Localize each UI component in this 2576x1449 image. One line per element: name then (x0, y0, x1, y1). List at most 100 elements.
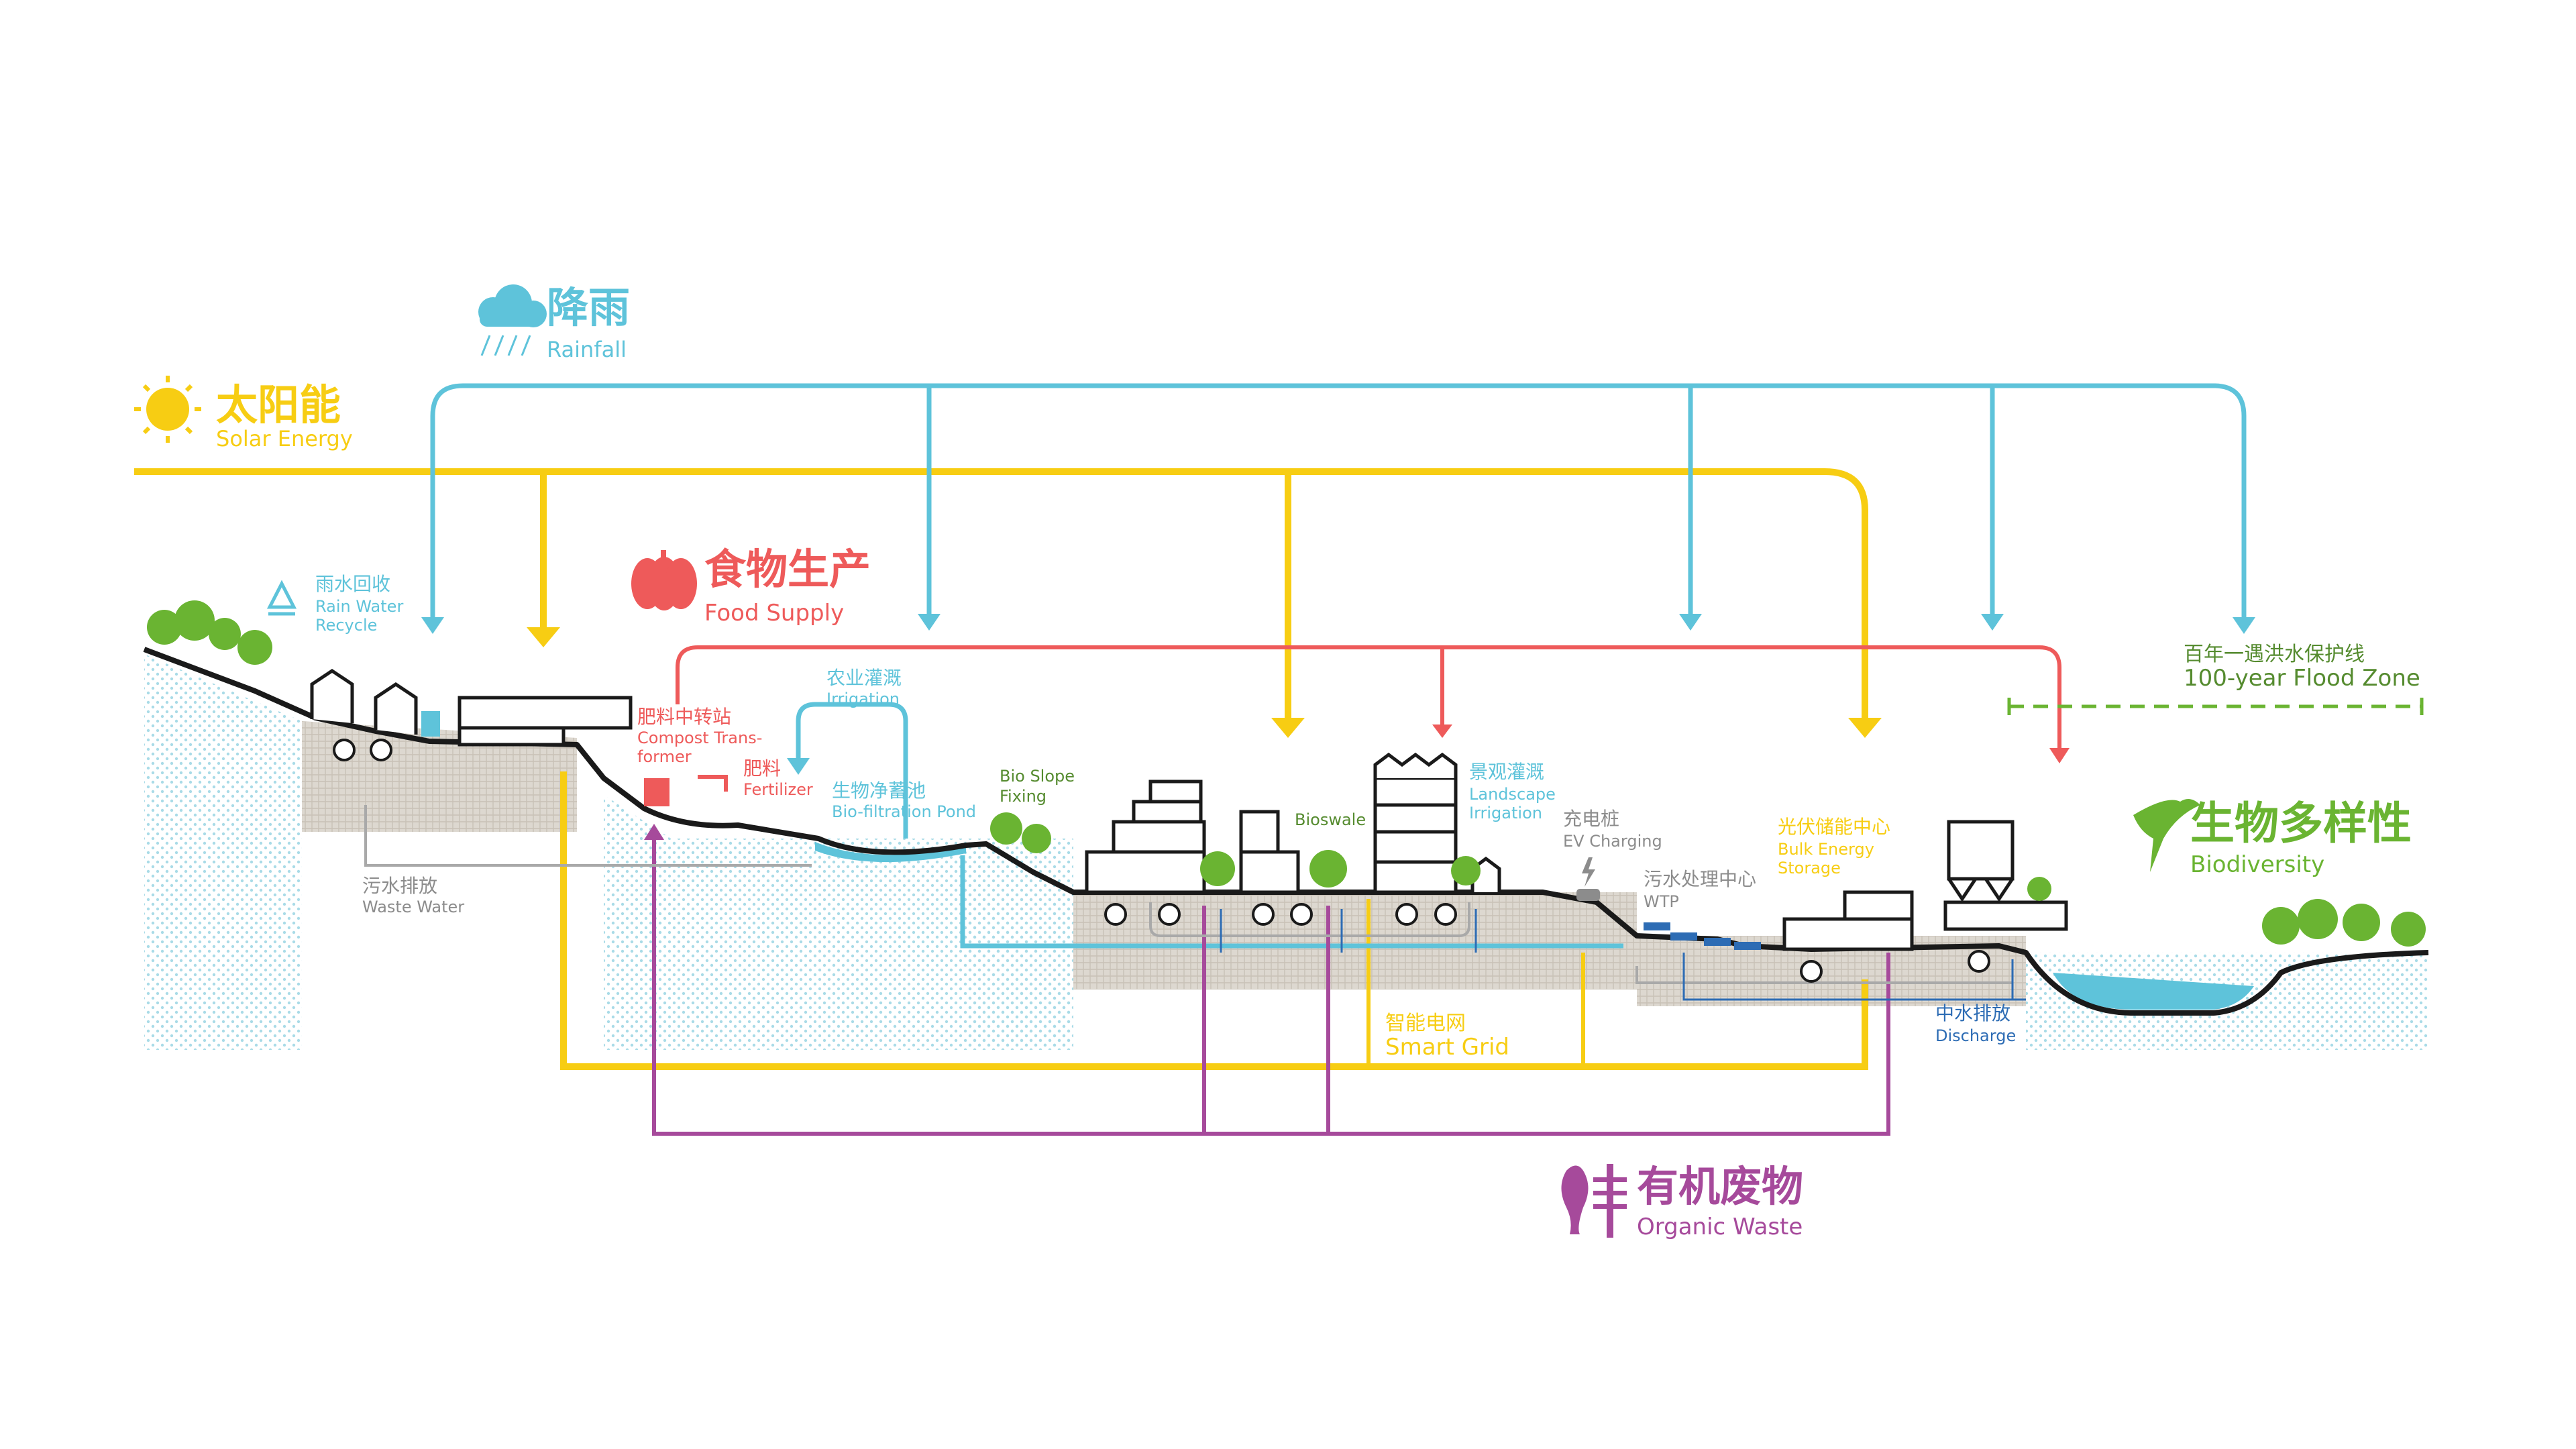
rain-main-line (430, 383, 2247, 624)
discharge-lines (1220, 909, 2026, 1001)
legend-rain-cn: 降雨 (547, 283, 630, 332)
legend-waste-cn: 有机废物 (1637, 1162, 1803, 1211)
rain-arrowhead-1 (421, 617, 444, 634)
discharge-en: Discharge (1935, 1026, 2016, 1045)
pipe-4 (1158, 903, 1181, 926)
tower-stepped (1085, 780, 1206, 894)
tree-left-3 (209, 618, 241, 650)
tree-right-2 (2298, 899, 2338, 939)
bioswale-label: Bioswale (1295, 810, 1366, 829)
waste-water-cn: 污水排放 (362, 875, 437, 897)
landscape-cn: 景观灌溉 (1469, 761, 1544, 783)
elevated-tank (1947, 820, 2015, 881)
ev-cn: 充电桩 (1563, 808, 1619, 830)
waste-flow-lines (652, 835, 1890, 1136)
solar-panel-2 (1670, 932, 1697, 941)
rain-tank (421, 711, 440, 737)
food-main-line (676, 645, 2061, 751)
food-flow-lines (676, 645, 2061, 792)
tower-tall (1373, 752, 1458, 894)
waste-loop (652, 835, 1890, 1136)
rain-arrowhead-2 (918, 614, 941, 631)
tank-legs (1947, 877, 2015, 902)
rain-arrowhead-5 (2233, 617, 2255, 634)
tree-right-3 (2343, 904, 2380, 941)
gray-loop-center (1149, 902, 1470, 937)
solar-arrowhead-3 (1848, 718, 1882, 738)
tower-tall-roof (1373, 752, 1458, 778)
pumpkin-icon (631, 550, 697, 610)
underground-layer (144, 654, 2428, 1050)
water-bodies (815, 842, 2254, 1010)
legend-bio-cn: 生物多样性 (2190, 798, 2412, 849)
pipe-1 (333, 739, 356, 761)
landscape-en2: Irrigation (1469, 804, 1542, 822)
rain-arrowhead-4 (1981, 614, 2004, 631)
river-water (2053, 973, 2254, 1010)
legend-solar: 太阳能 Solar Energy (216, 380, 353, 451)
flood-cn: 百年一遇洪水保护线 (2184, 643, 2365, 666)
bioslope-en2: Fixing (1000, 787, 1046, 806)
fertilizer-en: Fertilizer (743, 780, 813, 799)
compost-red-box (644, 778, 669, 806)
house-2 (374, 682, 418, 735)
solar-arrowhead-2 (1271, 718, 1305, 738)
tree-slope-1 (990, 812, 1022, 845)
rain-flow-lines (430, 383, 2247, 949)
storage-en1: Bulk Energy (1778, 840, 1874, 859)
tank-base (1943, 900, 2068, 931)
hatched-block-right (1637, 936, 2026, 1006)
irrigation-arrowhead (787, 758, 810, 775)
bio-filtration-pond-water (815, 842, 966, 863)
irrigation-cn: 农业灌溉 (826, 667, 902, 689)
legend-food-en: Food Supply (704, 600, 844, 627)
food-arrowhead-right (2049, 748, 2070, 763)
tower-stepped-upper (1132, 800, 1203, 824)
tree-bank-1 (2027, 877, 2051, 901)
rain-cloud-icon (478, 284, 547, 356)
tree-city-2 (1309, 850, 1347, 888)
food-arrowheads (1432, 724, 2070, 763)
biopond-cn: 生物净蓄池 (832, 780, 926, 802)
callout-labels: 雨水回收 Rain Water Recycle 肥料中转站 Compost Tr… (315, 573, 2420, 1061)
solar-panel-4 (1734, 942, 1761, 950)
discharge-line (1682, 953, 2026, 1001)
pipes (333, 739, 1990, 983)
flood-en: 100-year Flood Zone (2184, 665, 2420, 692)
storage-en2: Storage (1778, 859, 1841, 877)
wtp-cn: 污水处理中心 (1644, 868, 1756, 890)
food-arrowhead-landscape (1432, 724, 1452, 738)
storage-cn: 光伏储能中心 (1778, 816, 1890, 838)
pipe-6 (1290, 903, 1313, 926)
waste-water-en: Waste Water (362, 898, 464, 916)
waste-water-line (364, 805, 812, 867)
pipe-8 (1434, 903, 1457, 926)
bio-slope-return (960, 855, 1623, 949)
legend-rain-en: Rainfall (547, 337, 627, 362)
tower-small-top (1239, 810, 1280, 854)
pipe-2 (370, 739, 392, 761)
legend-bio: 生物多样性 Biodiversity (2190, 798, 2412, 878)
solar-panel-1 (1644, 922, 1670, 930)
tree-slope-2 (1022, 824, 1051, 853)
landscape-en1: Landscape (1469, 785, 1556, 804)
wtp-en: WTP (1644, 892, 1679, 911)
bird-icon (2133, 799, 2200, 872)
ev-bolt-icon (1576, 857, 1600, 901)
compost-station-lower (458, 726, 566, 747)
tree-left-4 (237, 630, 272, 665)
smart-grid-en: Smart Grid (1385, 1034, 1509, 1061)
buildings (310, 668, 2068, 951)
tower-small (1239, 810, 1300, 894)
irrigation-loop (796, 702, 908, 839)
smart-grid-loop (560, 771, 1868, 1070)
pipe-7 (1395, 903, 1418, 926)
tree-city-1 (1200, 851, 1235, 886)
waste-water-lines (364, 805, 2012, 984)
waste-arrowhead (644, 824, 664, 840)
discharge-cn: 中水排放 (1935, 1002, 2010, 1024)
irrigation-en: Irrigation (826, 690, 900, 708)
solar-arrowhead-1 (527, 627, 560, 647)
